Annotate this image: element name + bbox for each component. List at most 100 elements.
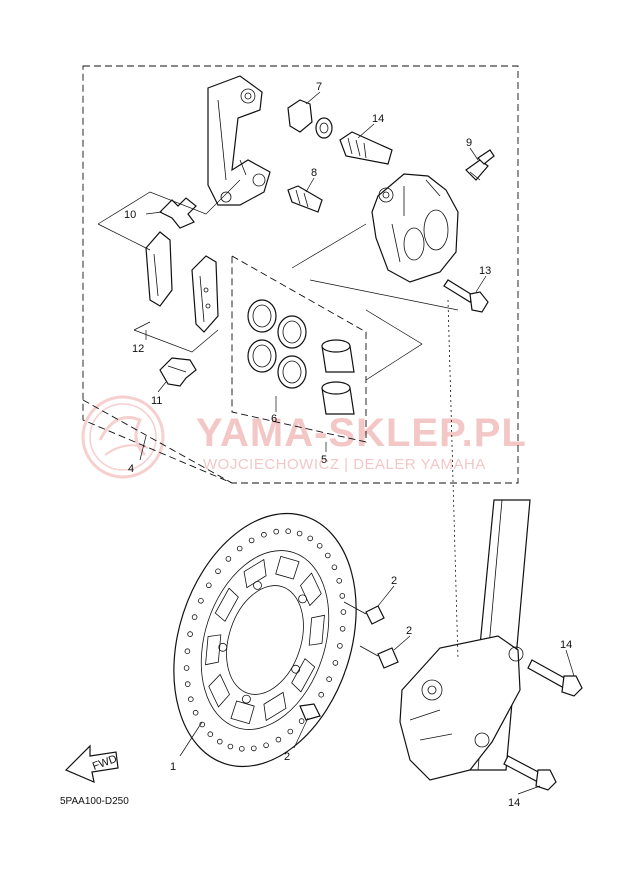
- disc-vent-hole: [275, 736, 282, 743]
- callout-4: 5: [321, 454, 327, 466]
- disc-vent-hole: [225, 556, 232, 562]
- caliper-bolt-14-lower: [503, 755, 557, 791]
- disc-cutout: [263, 691, 287, 722]
- disc-vent-hole: [251, 745, 257, 752]
- caliper-bolt-12: [443, 279, 489, 313]
- pad-support: [159, 357, 197, 387]
- disc-vent-hole: [239, 745, 245, 752]
- pad-group-outline: [97, 179, 241, 353]
- disc-vent-hole: [206, 582, 212, 589]
- disc-bolt-lower: [299, 703, 321, 721]
- disc-cutout: [214, 587, 239, 622]
- bleed-screw: [465, 149, 495, 181]
- callout-9: 11: [151, 395, 162, 407]
- disc-vent-hole: [307, 535, 314, 542]
- disc-vent-hole: [332, 660, 339, 666]
- caliper-bracket: [207, 75, 271, 206]
- disc-vent-hole: [199, 721, 206, 728]
- callout-13: 14: [372, 113, 384, 125]
- disc-vent-hole: [198, 597, 204, 604]
- callout-3: 4: [128, 463, 134, 475]
- watermark-subtitle: WOJCIECHOWICZ | DEALER YAMAHA: [203, 456, 486, 473]
- assembly-extension-line: [82, 399, 233, 484]
- disc-vent-hole: [285, 528, 292, 534]
- disc-vent-hole: [191, 614, 198, 620]
- callout-2-upper: 2: [391, 575, 397, 587]
- caliper-to-fork-line: [309, 279, 459, 311]
- pad-spring: [158, 197, 197, 229]
- watermark: YAMA-SKLEP.PL WOJCIECHOWICZ | DEALER YAM…: [81, 395, 527, 479]
- callout-labels: 7 14 9 8 10 13 12 11 6 5 4 2 2: [124, 81, 575, 809]
- disc-vent-hole: [192, 709, 199, 716]
- disc-vent-hole: [316, 542, 323, 549]
- disc-vent-hole: [236, 545, 243, 552]
- disc-vent-hole: [207, 731, 214, 737]
- disc-cutout: [205, 634, 222, 666]
- callout-6: 7: [316, 81, 322, 93]
- disc-mount-hole: [218, 642, 228, 652]
- callout-12: 13: [479, 265, 491, 277]
- disc-vent-hole: [261, 531, 267, 538]
- piston-seal-set: [247, 299, 307, 389]
- disc-vent-hole: [296, 530, 303, 537]
- callout-7: 8: [311, 167, 317, 179]
- disc-cutout: [243, 558, 267, 589]
- callout-8: 9: [466, 137, 472, 149]
- disc-vent-hole: [324, 552, 331, 559]
- disc-vent-hole: [326, 676, 332, 682]
- callout-2-lower: 2: [284, 751, 290, 763]
- disc-vent-hole: [263, 742, 269, 749]
- pin-boot: [287, 99, 333, 139]
- disc-vent-hole: [227, 743, 234, 750]
- disc-vent-hole: [339, 625, 346, 632]
- caliper-body: [371, 173, 459, 283]
- disc-vent-hole: [215, 568, 221, 575]
- brake-pad-right: [191, 255, 219, 333]
- callout-14-upper: 14: [560, 639, 572, 651]
- disc-cutout: [230, 700, 255, 725]
- alignment-line-fork: [447, 299, 459, 661]
- caliper-bolt-14-upper: [527, 659, 583, 697]
- disc-cutout: [291, 658, 316, 693]
- disc-cutout: [208, 673, 231, 708]
- seal-group-outline: [291, 223, 423, 381]
- disc-vent-hole: [183, 665, 190, 671]
- disc-mount-hole: [298, 594, 308, 604]
- brake-disc: [173, 512, 357, 768]
- slide-pin-13: [339, 131, 393, 165]
- disc-cutout: [308, 614, 325, 646]
- disc-vent-hole: [287, 728, 294, 735]
- callout-11: 12: [132, 343, 144, 355]
- callout-2-middle: 2: [406, 625, 412, 637]
- watermark-logo-icon: [81, 395, 165, 479]
- disc-vent-hole: [273, 528, 280, 535]
- brake-pad-left: [145, 231, 173, 307]
- caliper-pistons: [321, 339, 355, 415]
- caliper-assembly-boundary: [82, 65, 519, 484]
- fwd-arrow-icon: FWD: [64, 744, 119, 784]
- slide-pin-7: [287, 185, 323, 213]
- disc-vent-hole: [337, 643, 343, 649]
- callout-5: 6: [271, 413, 277, 425]
- watermark-title: YAMA-SKLEP.PL: [196, 411, 527, 455]
- disc-bolt-middle: [359, 645, 399, 669]
- callout-1: 1: [170, 761, 176, 773]
- disc-bolt-upper: [343, 601, 385, 625]
- callout-10: 10: [124, 209, 136, 221]
- disc-vent-hole: [184, 648, 191, 654]
- disc-vent-hole: [340, 609, 347, 615]
- disc-vent-hole: [339, 593, 346, 599]
- disc-vent-hole: [187, 631, 193, 637]
- disc-vent-hole: [188, 696, 194, 702]
- callout-14-lower: 14: [508, 797, 520, 809]
- disc-vent-hole: [298, 718, 305, 724]
- disc-cutout: [275, 555, 300, 580]
- diagram-code: 5PAA100-D250: [60, 796, 129, 807]
- disc-vent-hole: [331, 564, 338, 571]
- disc-vent-hole: [217, 738, 223, 745]
- disc-mount-hole: [241, 694, 251, 704]
- disc-vent-hole: [336, 577, 343, 584]
- disc-mount-hole: [291, 664, 301, 674]
- front-fork: [399, 499, 531, 781]
